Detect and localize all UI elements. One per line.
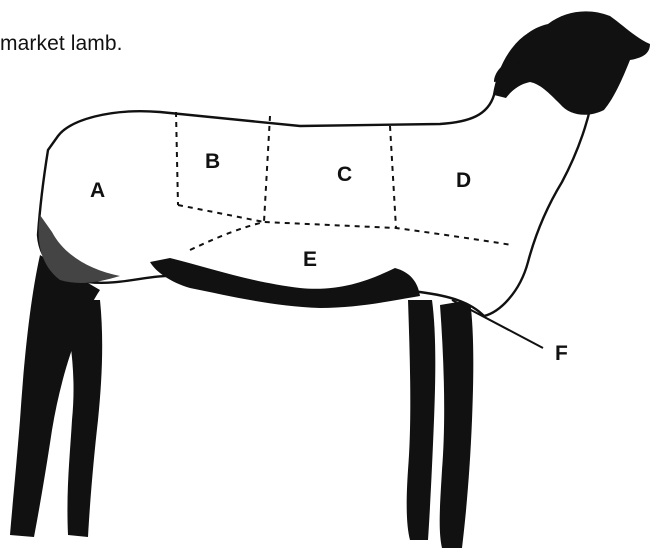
- label-f: F: [555, 342, 568, 365]
- label-a: A: [90, 179, 105, 202]
- fore-leg-near: [440, 300, 474, 548]
- label-d: D: [456, 169, 471, 192]
- fore-leg-far: [407, 300, 436, 540]
- label-b: B: [205, 150, 220, 173]
- label-c: C: [337, 163, 352, 186]
- label-e: E: [303, 248, 317, 271]
